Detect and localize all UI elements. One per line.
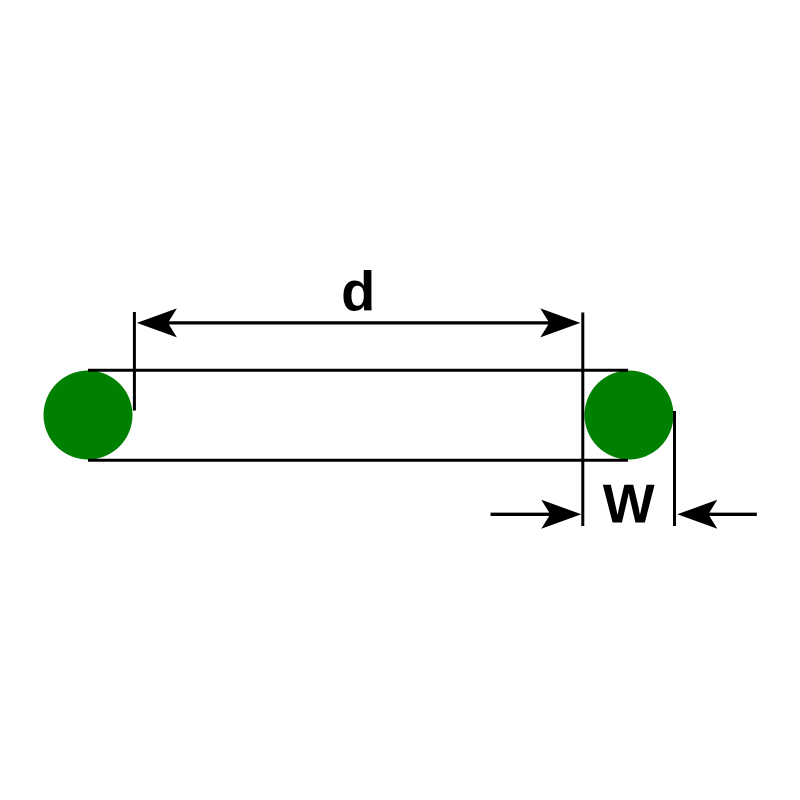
svg-text:d: d	[341, 260, 375, 323]
svg-text:W: W	[603, 473, 655, 535]
